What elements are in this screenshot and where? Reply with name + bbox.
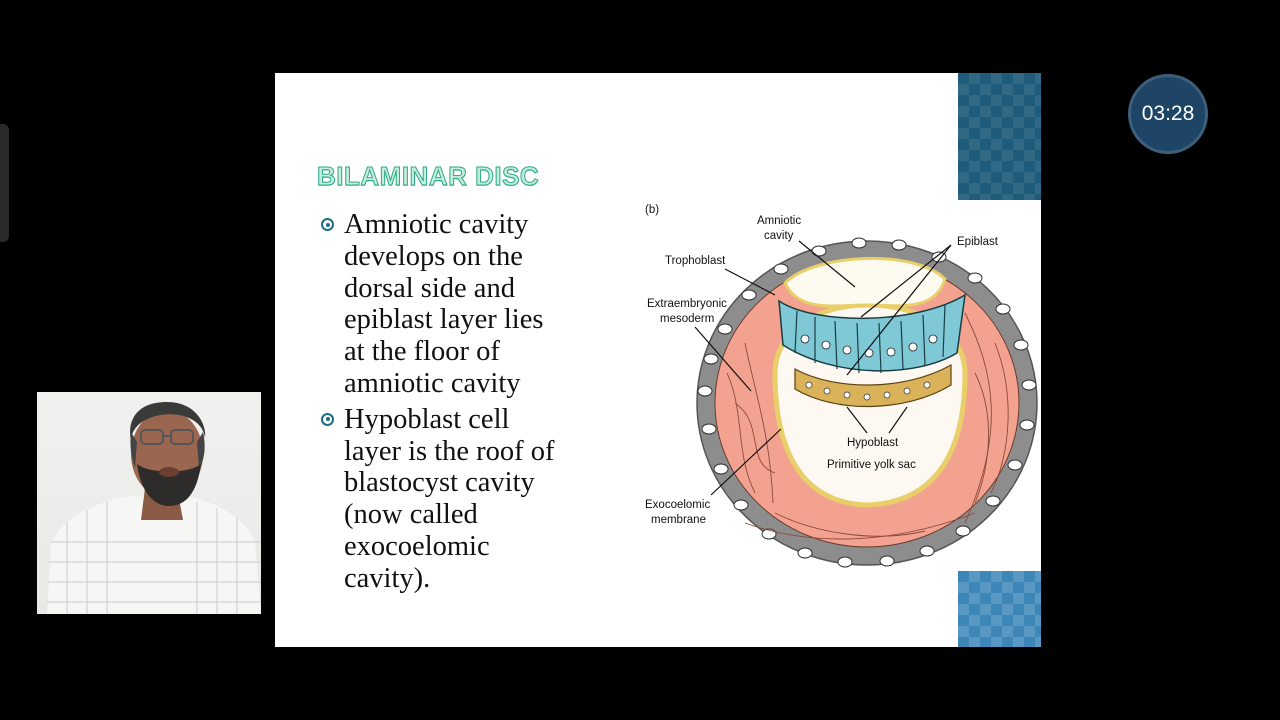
bullet-line: blastocyst cavity [344, 467, 535, 499]
label-membrane: membrane [651, 514, 706, 526]
presentation-slide: BILAMINAR DISC Amniotic cavity develops … [275, 73, 1041, 647]
hypoblast-layer [794, 363, 952, 408]
label-amniotic: Amniotic [757, 215, 801, 227]
label-leader-lines [694, 240, 952, 496]
bullet-line: dorsal side and [344, 272, 515, 304]
figure-panel-label: (b) [645, 204, 659, 216]
bullet-line: layer is the roof of [344, 435, 555, 467]
presenter-webcam [37, 392, 261, 614]
bullet-line: epiblast layer lies [344, 304, 544, 336]
bullet-list: Amniotic cavity develops on the dorsal s… [321, 209, 611, 599]
epiblast-layer [778, 293, 966, 372]
amniotic-cavity [783, 257, 947, 308]
label-epiblast: Epiblast [957, 236, 999, 248]
label-primitive-yolk-sac: Primitive yolk sac [827, 459, 916, 471]
epiblast-nuclei [800, 334, 938, 358]
label-mesoderm: mesoderm [660, 313, 714, 325]
presenter-silhouette [47, 402, 261, 614]
slide-decoration-top [958, 73, 1041, 200]
glasses [140, 429, 194, 445]
label-extraembryonic: Extraembryonic [647, 298, 727, 310]
circle-dot-icon [321, 218, 334, 231]
bullet-line: cavity). [344, 562, 431, 594]
label-hypoblast: Hypoblast [847, 437, 899, 449]
bullet-line: amniotic cavity [344, 367, 521, 399]
timer-badge: 03:28 [1128, 74, 1208, 154]
epiblast-cell-walls [794, 304, 946, 374]
hypoblast-nuclei [805, 381, 931, 401]
bullet-line: (now called [344, 499, 478, 531]
mesoderm-texture [726, 312, 1009, 540]
bullet-line: exocoelomic [344, 530, 490, 562]
label-cavity: cavity [764, 230, 794, 242]
bullet-line: at the floor of [344, 336, 500, 368]
shirt-check-pattern [47, 502, 261, 614]
slide-decoration-bottom [958, 571, 1041, 647]
bilaminar-disc-diagram: (b) Amniotic cavity Epiblast Trophoblast… [645, 204, 1038, 568]
bullet-line: Amniotic cavity [344, 209, 529, 240]
slide-title: BILAMINAR DISC [316, 161, 540, 192]
label-exocoelomic: Exocoelomic [645, 499, 710, 511]
bullet-line: Hypoblast cell [344, 403, 510, 435]
edge-panel-handle[interactable] [0, 124, 9, 242]
bullet-item-amniotic-cavity: Amniotic cavity develops on the dorsal s… [321, 209, 611, 400]
bullet-line: develops on the [344, 240, 523, 272]
label-trophoblast: Trophoblast [665, 255, 726, 267]
bullet-item-hypoblast: Hypoblast cell layer is the roof of blas… [321, 404, 611, 595]
circle-dot-icon [321, 412, 334, 426]
